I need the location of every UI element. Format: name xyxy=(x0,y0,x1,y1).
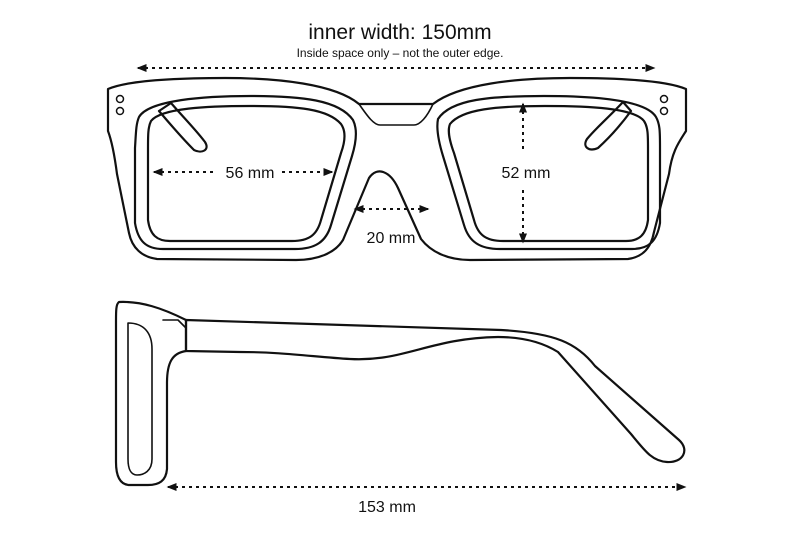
side-hinge-detail xyxy=(162,319,187,352)
temple-arm xyxy=(184,318,686,464)
side-frame-front-profile xyxy=(114,300,188,487)
left-rivet-bottom xyxy=(115,106,125,116)
side-lens-edge xyxy=(127,322,153,476)
right-lens xyxy=(447,104,650,243)
left-temple-behind-lens xyxy=(157,101,208,153)
bridge-top-detail xyxy=(358,103,434,126)
left-rivet-top xyxy=(115,94,125,104)
side-frame-view xyxy=(114,300,686,487)
right-lens-rim-outer xyxy=(436,94,662,251)
left-lens-rim-outer xyxy=(133,94,358,251)
bridge-width-label: 20 mm xyxy=(367,230,416,247)
lens-width-label: 56 mm xyxy=(226,165,275,182)
right-rivet-bottom xyxy=(659,106,669,116)
temple-length-label: 153 mm xyxy=(358,499,416,516)
diagram-subtitle: Inside space only – not the outer edge. xyxy=(297,46,504,60)
front-frame-outline xyxy=(106,76,688,262)
right-temple-behind-lens xyxy=(584,100,633,151)
left-lens xyxy=(146,104,346,243)
right-rivet-top xyxy=(659,94,669,104)
diagram-title: inner width: 150mm xyxy=(308,21,491,44)
front-frame-view xyxy=(106,76,688,262)
lens-height-label: 52 mm xyxy=(502,165,551,182)
